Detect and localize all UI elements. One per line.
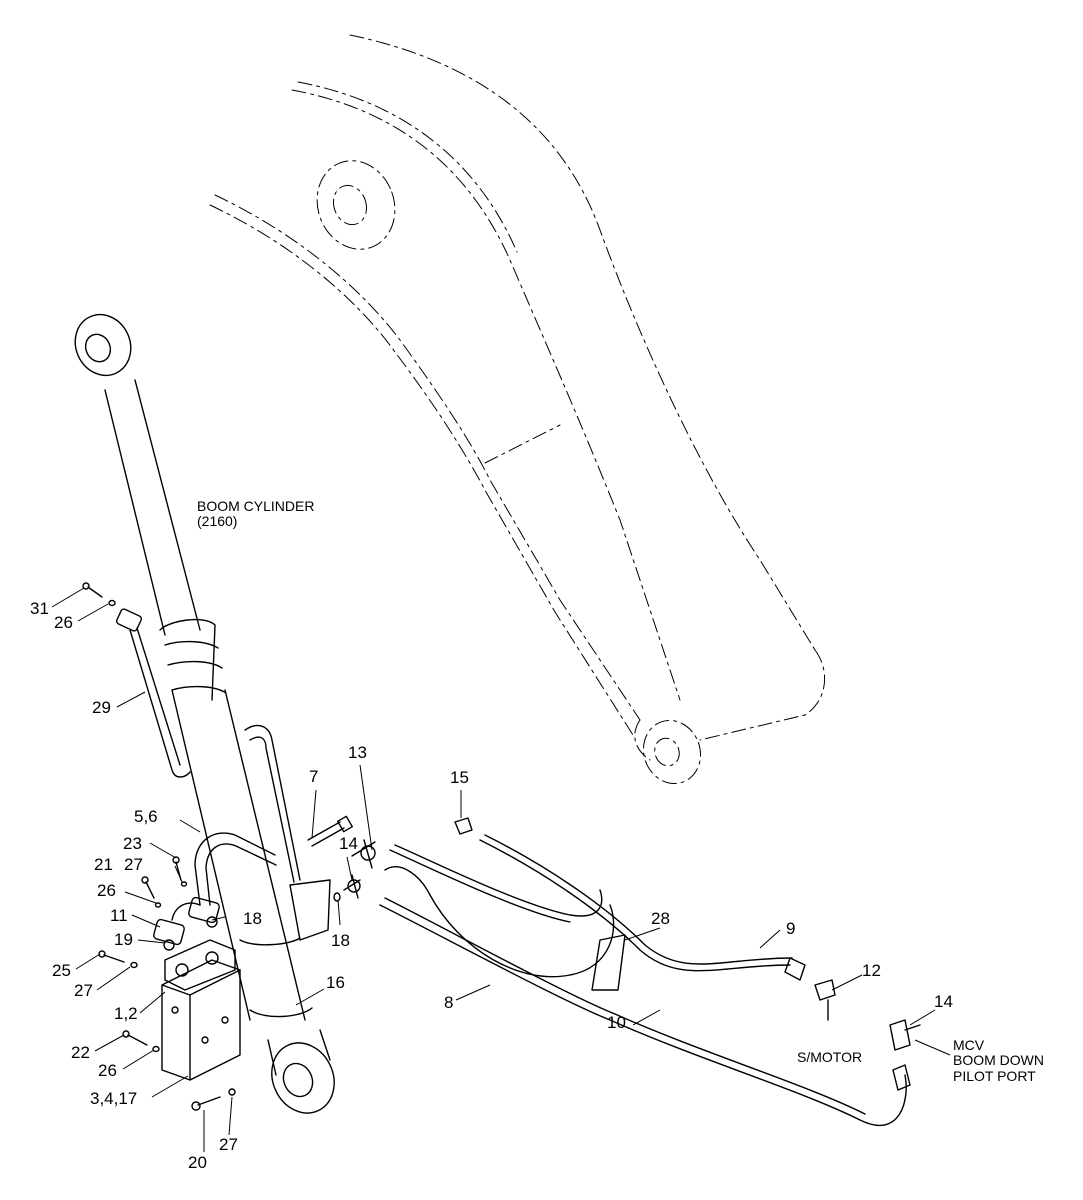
callout-1-2: 1,2 bbox=[114, 1004, 138, 1023]
pilot-port-label: PILOT PORT bbox=[953, 1068, 1036, 1084]
callout-12: 12 bbox=[862, 961, 881, 980]
callout-27: 27 bbox=[74, 981, 93, 1000]
callout-27: 27 bbox=[219, 1135, 238, 1154]
boom-cylinder bbox=[74, 313, 335, 1114]
callout-18: 18 bbox=[243, 909, 262, 928]
boom-cylinder-code: (2160) bbox=[197, 513, 237, 529]
callout-numbers: 31 26 29 5,6 23 21 27 26 11 18 19 25 27 … bbox=[30, 599, 953, 1172]
callout-3-4-17: 3,4,17 bbox=[90, 1089, 137, 1108]
callout-10: 10 bbox=[607, 1013, 626, 1032]
callout-14: 14 bbox=[934, 992, 953, 1011]
callout-26: 26 bbox=[54, 613, 73, 632]
callout-23: 23 bbox=[123, 834, 142, 853]
fittings-and-hoses bbox=[307, 815, 921, 1127]
callout-26: 26 bbox=[98, 1061, 117, 1080]
annotations: BOOM CYLINDER (2160) S/MOTOR MCV BOOM DO… bbox=[197, 498, 1044, 1084]
callout-14: 14 bbox=[339, 834, 358, 853]
callout-18: 18 bbox=[331, 931, 350, 950]
callout-19: 19 bbox=[114, 930, 133, 949]
pipe-29 bbox=[115, 608, 331, 941]
callout-26: 26 bbox=[97, 881, 116, 900]
boom-outline bbox=[209, 34, 826, 785]
callout-9: 9 bbox=[786, 919, 795, 938]
callout-29: 29 bbox=[92, 698, 111, 717]
callout-7: 7 bbox=[309, 767, 318, 786]
callout-22: 22 bbox=[71, 1043, 90, 1062]
pipes-5-6 bbox=[153, 832, 277, 951]
callout-28: 28 bbox=[651, 909, 670, 928]
callout-27: 27 bbox=[124, 855, 143, 874]
bolts-and-washers bbox=[82, 582, 341, 1111]
boom-cylinder-label: BOOM CYLINDER bbox=[197, 498, 314, 514]
callout-11: 11 bbox=[110, 906, 128, 925]
mcv-label: MCV bbox=[953, 1037, 985, 1053]
boom-down-label: BOOM DOWN bbox=[953, 1052, 1044, 1068]
valve-block-3-4-17 bbox=[161, 939, 241, 1081]
callout-20: 20 bbox=[188, 1153, 207, 1172]
callout-21: 21 bbox=[94, 855, 113, 874]
callout-15: 15 bbox=[450, 768, 469, 787]
callout-5-6: 5,6 bbox=[134, 807, 158, 826]
s-motor-label: S/MOTOR bbox=[797, 1049, 862, 1065]
leader-lines bbox=[51, 587, 951, 1152]
callout-13: 13 bbox=[348, 743, 367, 762]
callout-31: 31 bbox=[30, 599, 49, 618]
callout-16: 16 bbox=[326, 973, 345, 992]
callout-8: 8 bbox=[444, 993, 453, 1012]
callout-25: 25 bbox=[52, 961, 71, 980]
